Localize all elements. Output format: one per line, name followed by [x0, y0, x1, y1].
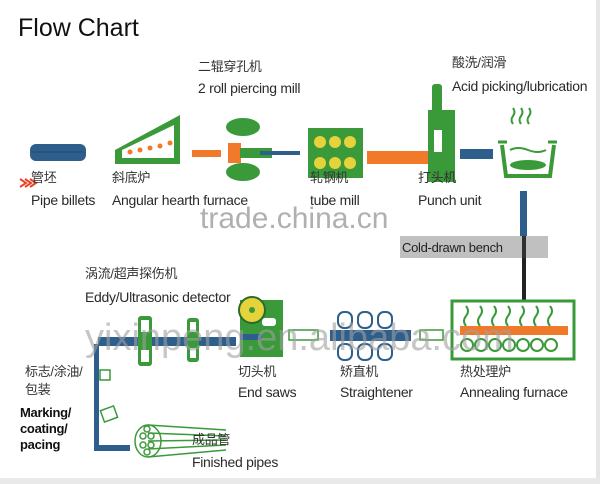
annealing-label: Annealing furnace [460, 384, 568, 400]
page-title: Flow Chart [18, 14, 139, 42]
acid-tank-icon [498, 107, 557, 178]
furnace-label-cn: 斜底炉 [112, 170, 151, 185]
coating-label: coating/ [20, 421, 68, 436]
heated-billet [192, 150, 221, 157]
finished-pipes-label: Finished pipes [192, 454, 279, 470]
tube [419, 329, 444, 341]
end-saws-icon [238, 296, 283, 357]
marking-label-cn: 标志/涂油/ [25, 364, 83, 379]
punch-unit-icon [428, 84, 455, 182]
pipe-billets-icon [19, 144, 86, 188]
detector-label: Eddy/Ultrasonic detector [85, 289, 231, 305]
connector-line [522, 236, 526, 300]
punch-label: Punch unit [418, 192, 482, 208]
tube-mill-label: tube mill [310, 192, 360, 208]
furnace-icon [115, 115, 180, 164]
finished-pipes-icon [134, 424, 227, 458]
tube [288, 329, 319, 341]
marking-coating-icon [94, 344, 130, 451]
tube-mill-icon [308, 128, 363, 178]
pipe-billets-label-cn: 管坯 [31, 170, 57, 185]
pipe-billets-label: Pipe billets [31, 192, 96, 208]
cold-drawn-label: Cold-drawn bench [402, 240, 503, 255]
arrow-icon [19, 178, 38, 188]
piercing-mill-icon [226, 118, 300, 181]
annealing-label-cn: 热处理炉 [460, 364, 511, 379]
watermark-alibaba: yixinpeng.en.alibaba.com [85, 317, 514, 359]
pacing-label: pacing [20, 437, 61, 452]
annealing-furnace-icon [450, 299, 576, 361]
cold-drawn-bench-icon [400, 236, 548, 258]
furnace-label: Angular hearth furnace [112, 192, 248, 208]
connector-line [520, 191, 527, 236]
drawn-tube [460, 149, 493, 159]
marking-label-cn-2: 包装 [25, 382, 51, 397]
straightener-label: Straightener [340, 384, 413, 400]
piercing-mill-label-cn: 二辊穿孔机 [198, 59, 262, 74]
end-saws-label-cn: 切头机 [238, 364, 277, 379]
frame-border [0, 478, 600, 484]
watermark-trade: trade.china.cn [200, 202, 389, 235]
end-saws-label: End saws [238, 384, 297, 400]
detector-icon [98, 316, 236, 366]
acid-label: Acid picking/lubrication [452, 78, 588, 94]
tube [367, 151, 430, 164]
detector-label-cn: 涡流/超声探伤机 [85, 266, 178, 281]
acid-label-cn: 酸洗/润滑 [452, 55, 507, 70]
punch-label-cn: 打头机 [418, 170, 457, 185]
straightener-icon [330, 311, 411, 361]
straightener-label-cn: 矫直机 [340, 364, 379, 379]
frame-border [596, 0, 600, 484]
piercing-mill-label: 2 roll piercing mill [198, 80, 301, 96]
finished-pipes-label-cn: 成品管 [192, 432, 231, 447]
tube-mill-label-cn: 轧钢机 [310, 170, 349, 185]
marking-label: Marking/ [20, 405, 72, 420]
